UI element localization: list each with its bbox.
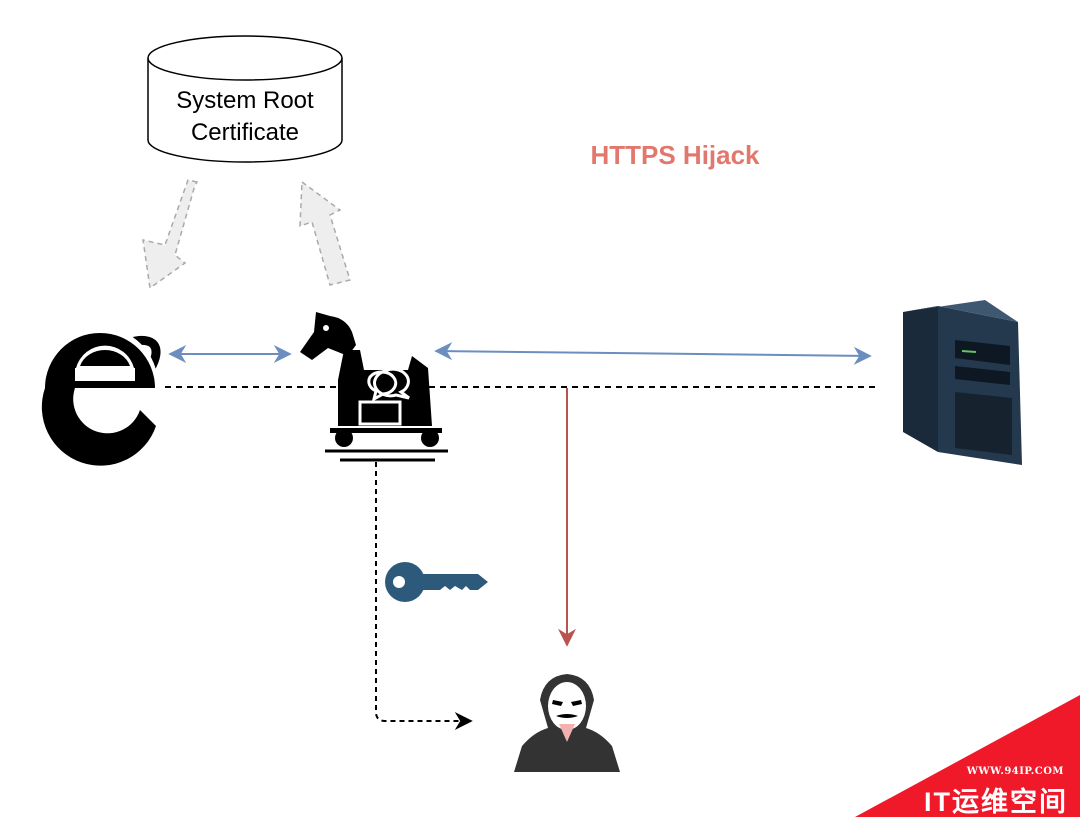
hacker-icon	[514, 674, 620, 772]
diagram-title: HTTPS Hijack	[590, 140, 760, 170]
key-leak-path	[375, 462, 473, 730]
watermark-badge	[855, 695, 1080, 817]
arrow-to-database	[299, 180, 351, 286]
database-label-line1: System Root	[176, 87, 314, 114]
server-icon	[903, 300, 1022, 465]
trojan-horse-icon	[300, 312, 448, 462]
database-label: System Root Certificate	[148, 85, 342, 149]
certificate-database	[147, 35, 343, 163]
trojan-server-arrow	[434, 342, 872, 365]
database-label-line2: Certificate	[190, 119, 300, 146]
watermark-text: IT运维空间	[924, 787, 1068, 817]
ie-browser-icon	[41, 327, 161, 466]
watermark-url: WWW.94IP.COM	[966, 766, 1064, 777]
key-icon	[385, 562, 488, 602]
arrow-to-browser	[142, 179, 199, 290]
